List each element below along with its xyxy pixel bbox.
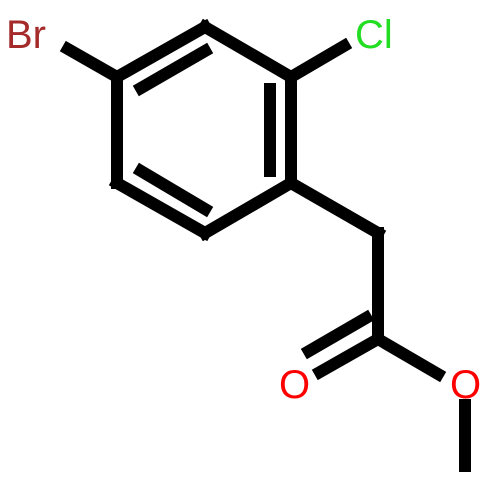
bond-c2-cl <box>282 37 353 86</box>
benzene-ring <box>108 18 300 242</box>
bond-c4-br <box>59 40 126 86</box>
bond-c-o-double-inner <box>300 309 375 360</box>
ring-double-bond-c6-c5 <box>132 162 214 218</box>
atom-label-o-ester: O <box>450 363 481 407</box>
ring-bond-c4-c3 <box>108 18 214 86</box>
bond-c-o-single <box>369 330 447 383</box>
ring-double-bond-c4-c3 <box>132 42 214 97</box>
ring-bond-c1-c6 <box>196 174 300 242</box>
bond-c1-ch2 <box>282 174 387 242</box>
atom-label-o-carbonyl: O <box>279 363 310 407</box>
ring-bond-c6-c5 <box>108 174 214 242</box>
atom-label-br: Br <box>6 13 46 57</box>
bond-c-o-double-outer <box>311 330 387 381</box>
ring-bond-c3-c2 <box>196 18 300 86</box>
atom-label-cl: Cl <box>355 13 393 57</box>
